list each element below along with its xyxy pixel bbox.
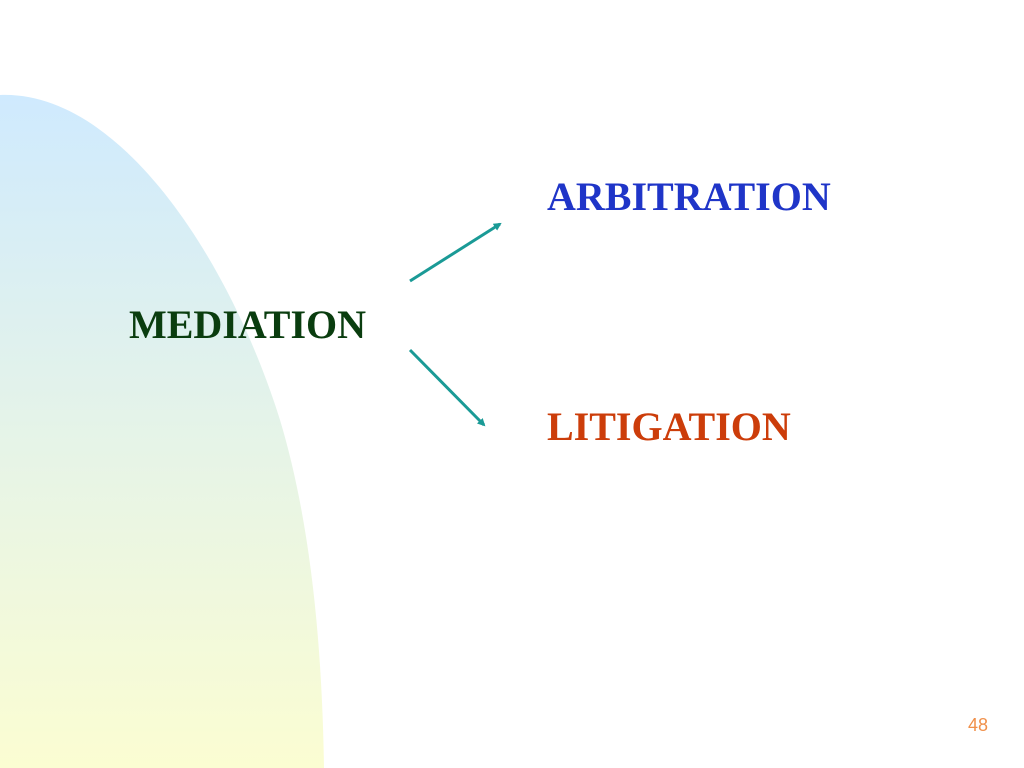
arrow-to-arbitration: [409, 222, 502, 283]
arrow-to-litigation: [408, 348, 486, 427]
node-mediation: MEDIATION: [129, 302, 367, 347]
node-arbitration: ARBITRATION: [547, 174, 831, 219]
background-arc: [0, 94, 324, 768]
node-litigation: LITIGATION: [547, 404, 791, 449]
page-number: 48: [967, 715, 988, 735]
